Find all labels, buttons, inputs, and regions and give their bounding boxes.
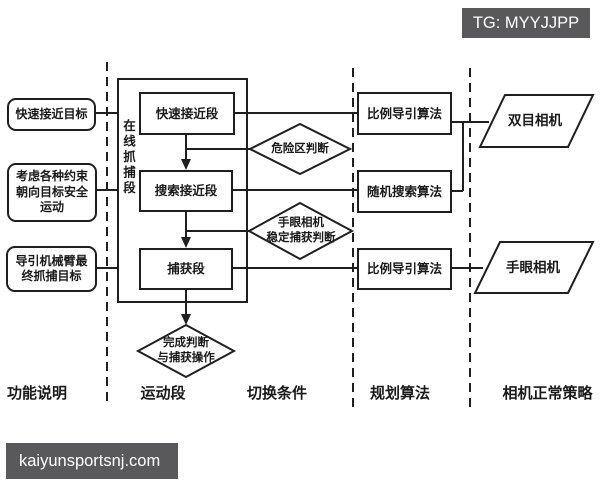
stage-box-capture: 捕获段 — [139, 248, 233, 290]
function-box-guide-arm: 导引机械臂最 终抓捕目标 — [6, 246, 97, 292]
danger-zone-diamond-label: 危险区判断 — [252, 127, 348, 171]
diamond-handeye-stable — [246, 201, 355, 261]
stage-box-search-approach: 搜索接近段 — [139, 170, 233, 212]
footer-label-switch-condition: 切换条件 — [246, 384, 307, 402]
function-box-fast-approach: 快速接近目标 — [7, 98, 96, 131]
function-box-line: 快速接近目标 — [15, 106, 88, 121]
function-box-line: 运动 — [39, 200, 64, 215]
camera-label-line: 手眼相机 — [506, 259, 560, 275]
algo-label: 比例导引算法 — [366, 262, 442, 276]
stage-label: 搜索接近段 — [154, 184, 218, 198]
function-box-line: 终抓捕目标 — [21, 269, 82, 283]
footer-label-function: 功能说明 — [6, 384, 67, 402]
stage-label: 快速接近段 — [155, 106, 219, 121]
function-box-constraints: 考虑各种约束 朝向目标安全 运动 — [7, 163, 97, 222]
stage-label: 捕获段 — [167, 262, 205, 276]
arrow-down-icon — [181, 314, 191, 325]
handeye-camera-label: 手眼相机 — [477, 244, 589, 291]
function-box-line: 考虑各种约束 — [15, 169, 88, 184]
diamond-danger-zone — [247, 122, 353, 176]
online-capture-group-label: 在线抓捕段 — [121, 119, 135, 197]
binocular-camera-label: 双目相机 — [482, 97, 588, 145]
arrow-down-icon — [181, 159, 191, 170]
diamond-line: 完成判断 — [163, 337, 209, 350]
algo-box-random-search: 随机搜索算法 — [357, 170, 452, 213]
arrow-down-icon — [181, 237, 191, 248]
parallelogram-handeye-camera — [473, 241, 595, 294]
watermark-url: kaiyunsportsnj.com — [6, 443, 178, 479]
algo-label: 随机搜索算法 — [366, 184, 442, 199]
diamond-line: 危险区判断 — [271, 142, 329, 155]
tg-badge: TG: MYYJJPP — [462, 8, 590, 38]
diamond-line: 稳定捕获判断 — [266, 232, 336, 244]
diamond-finish-capture — [135, 323, 237, 379]
footer-label-motion: 运动段 — [140, 384, 186, 402]
algo-box-proportional-guidance-1: 比例导引算法 — [357, 92, 452, 135]
parallelogram-binocular-camera — [478, 94, 595, 148]
camera-label-line: 双目相机 — [508, 113, 562, 129]
algo-box-proportional-guidance-2: 比例导引算法 — [357, 248, 452, 290]
stage-box-fast-approach: 快速接近段 — [139, 92, 235, 135]
finish-capture-diamond-label: 完成判断 与捕获操作 — [140, 327, 232, 375]
footer-label-camera-strategy: 相机正常策略 — [502, 384, 593, 402]
diamond-line: 手眼相机 — [278, 217, 324, 230]
function-box-line: 导引机械臂最 — [15, 253, 88, 268]
handeye-stable-diamond-label: 手眼相机 稳定捕获判断 — [251, 205, 351, 257]
online-capture-group-box — [117, 78, 248, 303]
algo-label: 比例导引算法 — [366, 106, 442, 121]
function-box-line: 朝向目标安全 — [15, 184, 88, 199]
footer-label-planning-algorithm: 规划算法 — [369, 384, 430, 402]
diamond-line: 与捕获操作 — [157, 352, 215, 364]
